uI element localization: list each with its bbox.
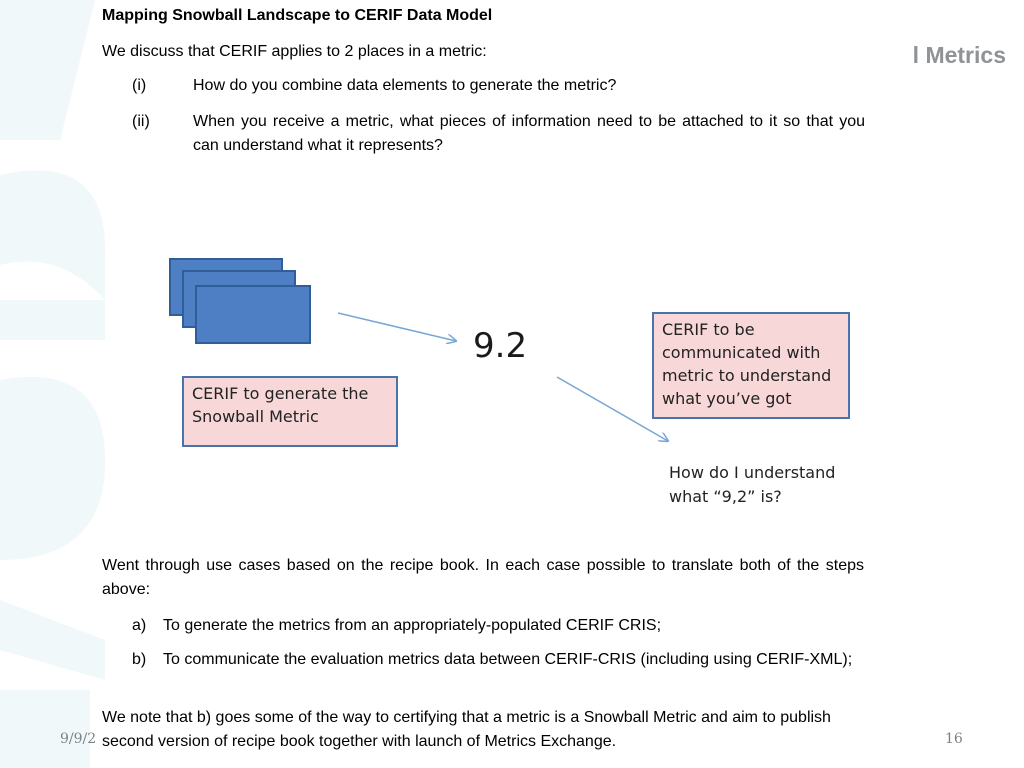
- conclusion-paragraph: We note that b) goes some of the way to …: [102, 709, 831, 750]
- list-item-text: How do you combine data elements to gene…: [193, 77, 617, 94]
- page-number: 16: [945, 731, 963, 747]
- data-element-block: [195, 285, 311, 344]
- cerif-communicate-box: CERIF to be communicated with metric to …: [652, 312, 850, 419]
- list-marker: (i): [132, 77, 147, 94]
- list-marker: a): [132, 617, 147, 634]
- diagram-arrows: [337, 312, 880, 520]
- cerif-generate-box: CERIF to generate the Snowball Metric: [182, 376, 398, 447]
- list-item-text: To communicate the evaluation metrics da…: [163, 651, 853, 668]
- list-marker: b): [132, 651, 147, 668]
- metric-value: 9.2: [473, 326, 528, 366]
- intro-paragraph: We discuss that CERIF applies to 2 place…: [102, 43, 487, 60]
- cerif-diagram: 9.2 CERIF to generate the Snowball Metri…: [160, 250, 880, 520]
- footer-date: 9/9/2: [60, 731, 97, 747]
- use-cases-paragraph: Went through use cases based on the reci…: [102, 557, 864, 598]
- arrow-to-question: [556, 376, 668, 441]
- slide-title: Mapping Snowball Landscape to CERIF Data…: [102, 7, 493, 24]
- list-marker: (ii): [132, 113, 150, 130]
- list-item-text: To generate the metrics from an appropri…: [163, 617, 662, 634]
- arrow-to-metric: [337, 312, 456, 341]
- section-tag: l Metrics: [912, 42, 1006, 68]
- list-item-text: When you receive a metric, what pieces o…: [193, 113, 865, 154]
- diagram-question: How do I understand what “9,2” is?: [669, 463, 836, 506]
- background-logo-watermark: [0, 0, 106, 768]
